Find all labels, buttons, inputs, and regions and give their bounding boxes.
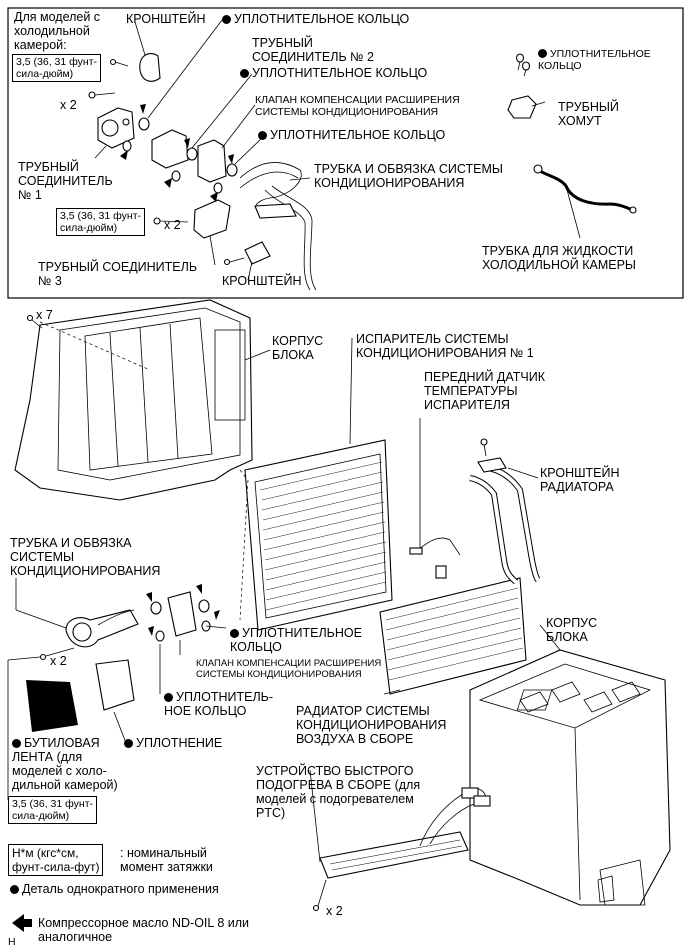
- liquid-tube-label: ТРУБКА ДЛЯ ЖИДКОСТИ ХОЛОДИЛЬНОЙ КАМЕРЫ: [482, 244, 636, 272]
- o-ring-lower-label: УПЛОТНИТЕЛЬНОЕ КОЛЬЦО: [230, 626, 362, 654]
- bracket-mid-label: КРОНШТЕЙН: [222, 274, 302, 288]
- non-reusable-dot: [164, 693, 173, 702]
- ac-tube-top-label: ТРУБКА И ОБВЯЗКА СИСТЕМЫ КОНДИЦИОНИРОВАН…: [314, 162, 503, 190]
- qty-x2-top: x 2: [60, 98, 77, 112]
- qty-x2-bottom: x 2: [326, 904, 343, 918]
- qty-x7: x 7: [36, 308, 53, 322]
- non-reusable-dot: [538, 49, 547, 58]
- pipe-clamp-label: ТРУБНЫЙ ХОМУТ: [558, 100, 619, 128]
- o-ring-bottom-1: [150, 601, 162, 615]
- liquid-tube-part: [537, 168, 633, 212]
- ptc-heater-part: [319, 787, 491, 879]
- o-ring-split-label: УПЛОТНИТЕЛЬ- НОЕ КОЛЬЦО: [164, 690, 274, 718]
- non-reusable-dot: [240, 69, 249, 78]
- non-reusable-dot: [12, 739, 21, 748]
- ac-tube-bottom-label: ТРУБКА И ОБВЯЗКА СИСТЕМЫ КОНДИЦИОНИРОВАН…: [10, 536, 161, 578]
- evaporator-label: ИСПАРИТЕЛЬ СИСТЕМЫ КОНДИЦИОНИРОВАНИЯ № 1: [356, 332, 534, 360]
- torque-spec-top: 3,5 (36, 31 фунт- сила-дюйм): [12, 54, 101, 82]
- butyl-tape-part: [26, 680, 78, 732]
- cold-box-models-label: Для моделей с холодильной камерой:: [14, 10, 101, 52]
- seal-part: [95, 659, 135, 711]
- expansion-valve-bottom-label: КЛАПАН КОМПЕНСАЦИИ РАСШИРЕНИЯ СИСТЕМЫ КО…: [196, 658, 382, 680]
- radiator-bracket-label: КРОНШТЕЙН РАДИАТОРА: [540, 466, 620, 494]
- pipe-clamp-part: [507, 95, 537, 119]
- bracket-mid-part: [244, 241, 271, 265]
- o-ring-part-6: [213, 182, 223, 194]
- legend-non-reusable: Деталь однократного применения: [10, 882, 219, 896]
- expansion-valve-top-part: [197, 139, 227, 183]
- non-reusable-dot: [124, 739, 133, 748]
- bolt-mid: [159, 220, 189, 223]
- leaders-top: [94, 19, 581, 281]
- legend-torque-box: Н*м (кгс*см, фунт-сила-фут): [8, 844, 104, 876]
- top-section-frame: [7, 7, 684, 299]
- pipe-joint-3-label: ТРУБНЫЙ СОЕДИНИТЕЛЬ № 3: [38, 260, 198, 288]
- ptc-heater-label: УСТРОЙСТВО БЫСТРОГО ПОДОГРЕВА В СБОРЕ (д…: [256, 764, 421, 820]
- non-reusable-dot: [10, 885, 19, 894]
- unit-case-1-part: [14, 299, 253, 501]
- o-ring-part-5: [226, 163, 238, 177]
- expansion-valve-bottom-part: [167, 591, 197, 637]
- temp-sensor-label: ПЕРЕДНИЙ ДАТЧИК ТЕМПЕРАТУРЫ ИСПАРИТЕЛЯ: [424, 370, 545, 412]
- bolt-top-left: [88, 58, 129, 99]
- o-ring-bottom-2: [155, 630, 165, 642]
- o-ring-label-3: УПЛОТНИТЕЛЬНОЕ КОЛЬЦО: [258, 128, 445, 142]
- non-reusable-dot: [222, 15, 231, 24]
- o-ring-label-2: УПЛОТНИТЕЛЬНОЕ КОЛЬЦО: [240, 66, 427, 80]
- corner-code: H: [8, 936, 16, 948]
- bracket-top-label: КРОНШТЕЙН: [126, 12, 206, 26]
- heater-core-label: РАДИАТОР СИСТЕМЫ КОНДИЦИОНИРОВАНИЯ ВОЗДУ…: [296, 704, 447, 746]
- heater-core-part: [379, 457, 541, 695]
- o-ring-part-3: [186, 147, 198, 161]
- seal-label: УПЛОТНЕНИЕ: [124, 736, 222, 750]
- o-ring-part-1: [138, 117, 150, 131]
- pipe-joint-1-part: [97, 107, 135, 149]
- oil-arrow-legend: [12, 914, 24, 932]
- o-ring-bottom-3: [198, 599, 210, 613]
- torque-spec-bottom: 3,5 (36, 31 фунт- сила-дюйм): [8, 796, 97, 824]
- o-ring-right-label: УПЛОТНИТЕЛЬНОЕ КОЛЬЦО: [538, 48, 651, 72]
- non-reusable-dot: [230, 629, 239, 638]
- oil-arrows-top: [120, 104, 234, 202]
- ac-tube-top-part: [239, 162, 317, 291]
- unit-case-2-label: КОРПУС БЛОКА: [546, 616, 598, 644]
- butyl-tape-label: БУТИЛОВАЯ ЛЕНТА (для моделей с холо- дил…: [12, 736, 118, 792]
- pipe-joint-3-part: [193, 199, 231, 239]
- pipe-joint-1-label: ТРУБНЫЙ СОЕДИНИТЕЛЬ № 1: [18, 160, 113, 202]
- legend-torque-desc: : номинальный момент затяжки: [120, 846, 213, 874]
- evaporator-part: [244, 439, 393, 631]
- non-reusable-dot: [258, 131, 267, 140]
- oil-arrows-bottom: [146, 584, 220, 636]
- pipe-joint-2-label: ТРУБНЫЙ СОЕДИНИТЕЛЬ № 2: [252, 36, 374, 64]
- qty-x2-lower: x 2: [50, 654, 67, 668]
- o-ring-part-2: [122, 140, 132, 152]
- o-ring-pair-right: [515, 53, 531, 77]
- unit-case-2-part: [469, 649, 671, 906]
- temp-sensor-part: [409, 537, 461, 579]
- bracket-top-part: [139, 52, 161, 82]
- qty-x2-mid: x 2: [164, 218, 181, 232]
- ac-tube-bottom-part: [65, 609, 139, 648]
- legend-compressor-oil: Компрессорное масло ND-OIL 8 или аналоги…: [38, 916, 250, 944]
- torque-spec-mid: 3,5 (36, 31 фунт- сила-дюйм): [56, 208, 145, 236]
- pipe-joint-2-part: [151, 129, 189, 169]
- expansion-valve-top-label: КЛАПАН КОМПЕНСАЦИИ РАСШИРЕНИЯ СИСТЕМЫ КО…: [255, 94, 460, 118]
- o-ring-part-4: [171, 170, 181, 182]
- o-ring-label-1: УПЛОТНИТЕЛЬНОЕ КОЛЬЦО: [222, 12, 409, 26]
- unit-case-1-label: КОРПУС БЛОКА: [272, 334, 324, 362]
